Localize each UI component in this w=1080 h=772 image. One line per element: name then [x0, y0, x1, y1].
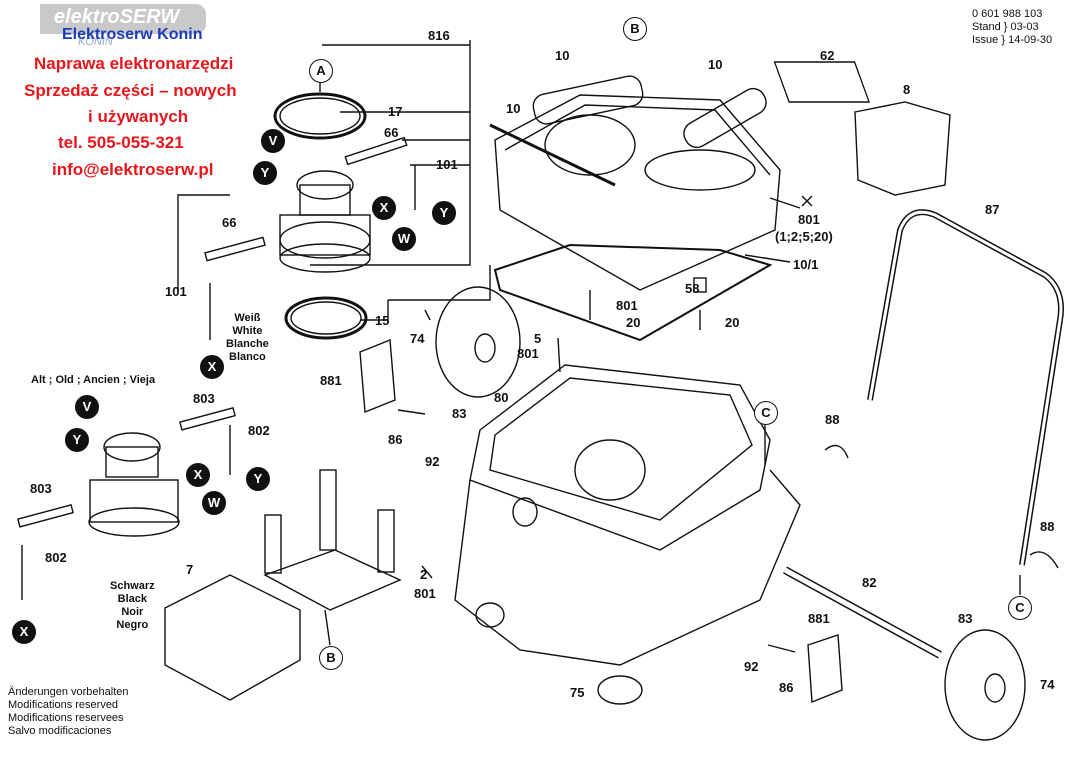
label-8: 8	[903, 82, 911, 97]
label-803-top: 803	[193, 391, 215, 406]
callout-x-top: X	[372, 196, 396, 220]
label-92-top: 92	[425, 454, 440, 469]
color-black-labels: Schwarz Black Noir Negro	[110, 580, 155, 631]
callout-c-handle: C	[1008, 596, 1032, 620]
callout-y-802: Y	[246, 467, 270, 491]
label-802-top: 802	[248, 423, 270, 438]
callout-y-alt: Y	[65, 428, 89, 452]
label-66-top: 66	[384, 125, 399, 140]
bracket-15	[388, 265, 491, 301]
label-87: 87	[985, 202, 1000, 217]
label-74-top: 74	[410, 331, 425, 346]
ad-line-2: Sprzedaż części – nowych	[24, 81, 237, 100]
callout-v-alt: V	[75, 395, 99, 419]
label-83-top: 83	[452, 406, 467, 421]
alt-old-label: Alt ; Old ; Ancien ; Vieja	[31, 374, 156, 386]
label-101-left: 101	[165, 284, 187, 299]
label-10-b: 10	[708, 57, 723, 72]
label-15: 15	[375, 313, 390, 328]
label-801-clip: 801	[517, 346, 539, 361]
label-801-lid: 801	[798, 212, 820, 227]
part-number: 0 601 988 103	[972, 8, 1043, 20]
label-881-bottom: 881	[808, 611, 830, 626]
bracket-816-line	[310, 45, 471, 266]
label-2: 2	[420, 567, 428, 582]
label-20-a: 20	[626, 315, 641, 330]
callout-x-alt: X	[186, 463, 210, 487]
label-86-bottom: 86	[779, 680, 794, 695]
label-801-dolly: 801	[414, 586, 436, 601]
ad-phone: tel. 505-055-321	[58, 133, 184, 152]
modifications-note: Änderungen vorbehalten Modifications res…	[8, 686, 129, 737]
issue-line: Issue } 14-09-30	[972, 34, 1053, 46]
ad-headline: Elektroserw Konin	[62, 26, 203, 43]
label-74-bottom: 74	[1040, 677, 1055, 692]
label-17: 17	[388, 104, 403, 119]
label-801-screw: 801	[616, 298, 638, 313]
ad-line-3: i używanych	[88, 107, 189, 126]
logo-subtext: KONIN	[78, 36, 113, 48]
label-10-1: 10/1	[793, 257, 819, 272]
callout-x-802: X	[12, 620, 36, 644]
callout-a: A	[309, 59, 333, 83]
label-101-top: 101	[436, 157, 458, 172]
label-62: 62	[820, 48, 835, 63]
label-10-c: 10	[506, 101, 521, 116]
callout-w-top: W	[392, 227, 416, 251]
label-58: 58	[685, 281, 700, 296]
label-83-bottom: 83	[958, 611, 973, 626]
stand-line: Stand } 03-03	[972, 21, 1039, 33]
label-82: 82	[862, 575, 877, 590]
label-66-left: 66	[222, 215, 237, 230]
label-92-bottom: 92	[744, 659, 759, 674]
ad-email: info@elektroserw.pl	[52, 160, 214, 179]
callout-x-101: X	[200, 355, 224, 379]
label-88-a: 88	[825, 412, 840, 427]
label-80: 80	[494, 390, 509, 405]
label-75: 75	[570, 685, 585, 700]
document-info: 0 601 988 103 Stand } 03-03 Issue } 14-0…	[972, 8, 1052, 47]
callout-v-top: V	[261, 129, 285, 153]
callout-b-bottom: B	[319, 646, 343, 670]
label-5: 5	[534, 331, 542, 346]
label-816: 816	[428, 28, 450, 43]
label-801-variants: (1;2;5;20)	[775, 229, 833, 244]
elektroserw-logo: elektroSERW	[40, 4, 206, 34]
callout-y-top: Y	[253, 161, 277, 185]
label-20-b: 20	[725, 315, 740, 330]
label-10-a: 10	[555, 48, 570, 63]
ad-line-1: Naprawa elektronarzędzi	[34, 54, 234, 73]
callout-w-alt: W	[202, 491, 226, 515]
color-white-labels: Weiß White Blanche Blanco	[226, 312, 269, 363]
label-86-top: 86	[388, 432, 403, 447]
label-881-top: 881	[320, 373, 342, 388]
label-88-b: 88	[1040, 519, 1055, 534]
callout-c-container: C	[754, 401, 778, 425]
label-7: 7	[186, 562, 194, 577]
callout-b-top: B	[623, 17, 647, 41]
callout-y-connector: Y	[432, 201, 456, 225]
bracket-101-left	[177, 194, 230, 290]
label-803-left: 803	[30, 481, 52, 496]
label-802-left: 802	[45, 550, 67, 565]
